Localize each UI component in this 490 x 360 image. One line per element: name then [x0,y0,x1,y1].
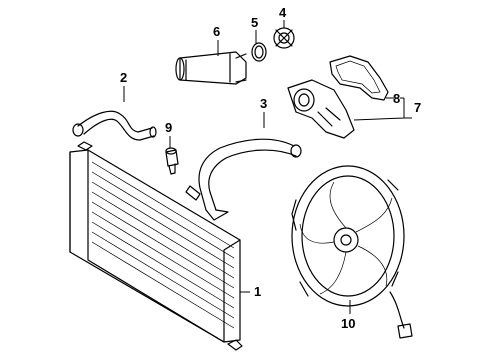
water-pump [287,79,355,139]
callout-1: 1 [254,284,261,299]
o-ring [251,42,267,62]
callout-9: 9 [165,120,172,135]
pump-gasket [329,55,389,101]
callout-3: 3 [260,96,267,111]
radiator [69,141,243,351]
thermostat-housing [175,51,247,85]
callout-10: 10 [341,316,355,331]
temperature-sensor [165,147,179,175]
leader-lines [123,20,412,314]
callout-4: 4 [279,5,287,20]
callout-7: 7 [414,100,421,115]
thermostat [273,27,295,49]
callout-5: 5 [251,15,258,30]
cooling-fan [291,165,413,339]
callout-2: 2 [120,70,127,85]
upper-hose [72,110,157,141]
lower-hose [185,138,302,221]
callout-6: 6 [213,24,220,39]
callout-8: 8 [393,91,400,106]
